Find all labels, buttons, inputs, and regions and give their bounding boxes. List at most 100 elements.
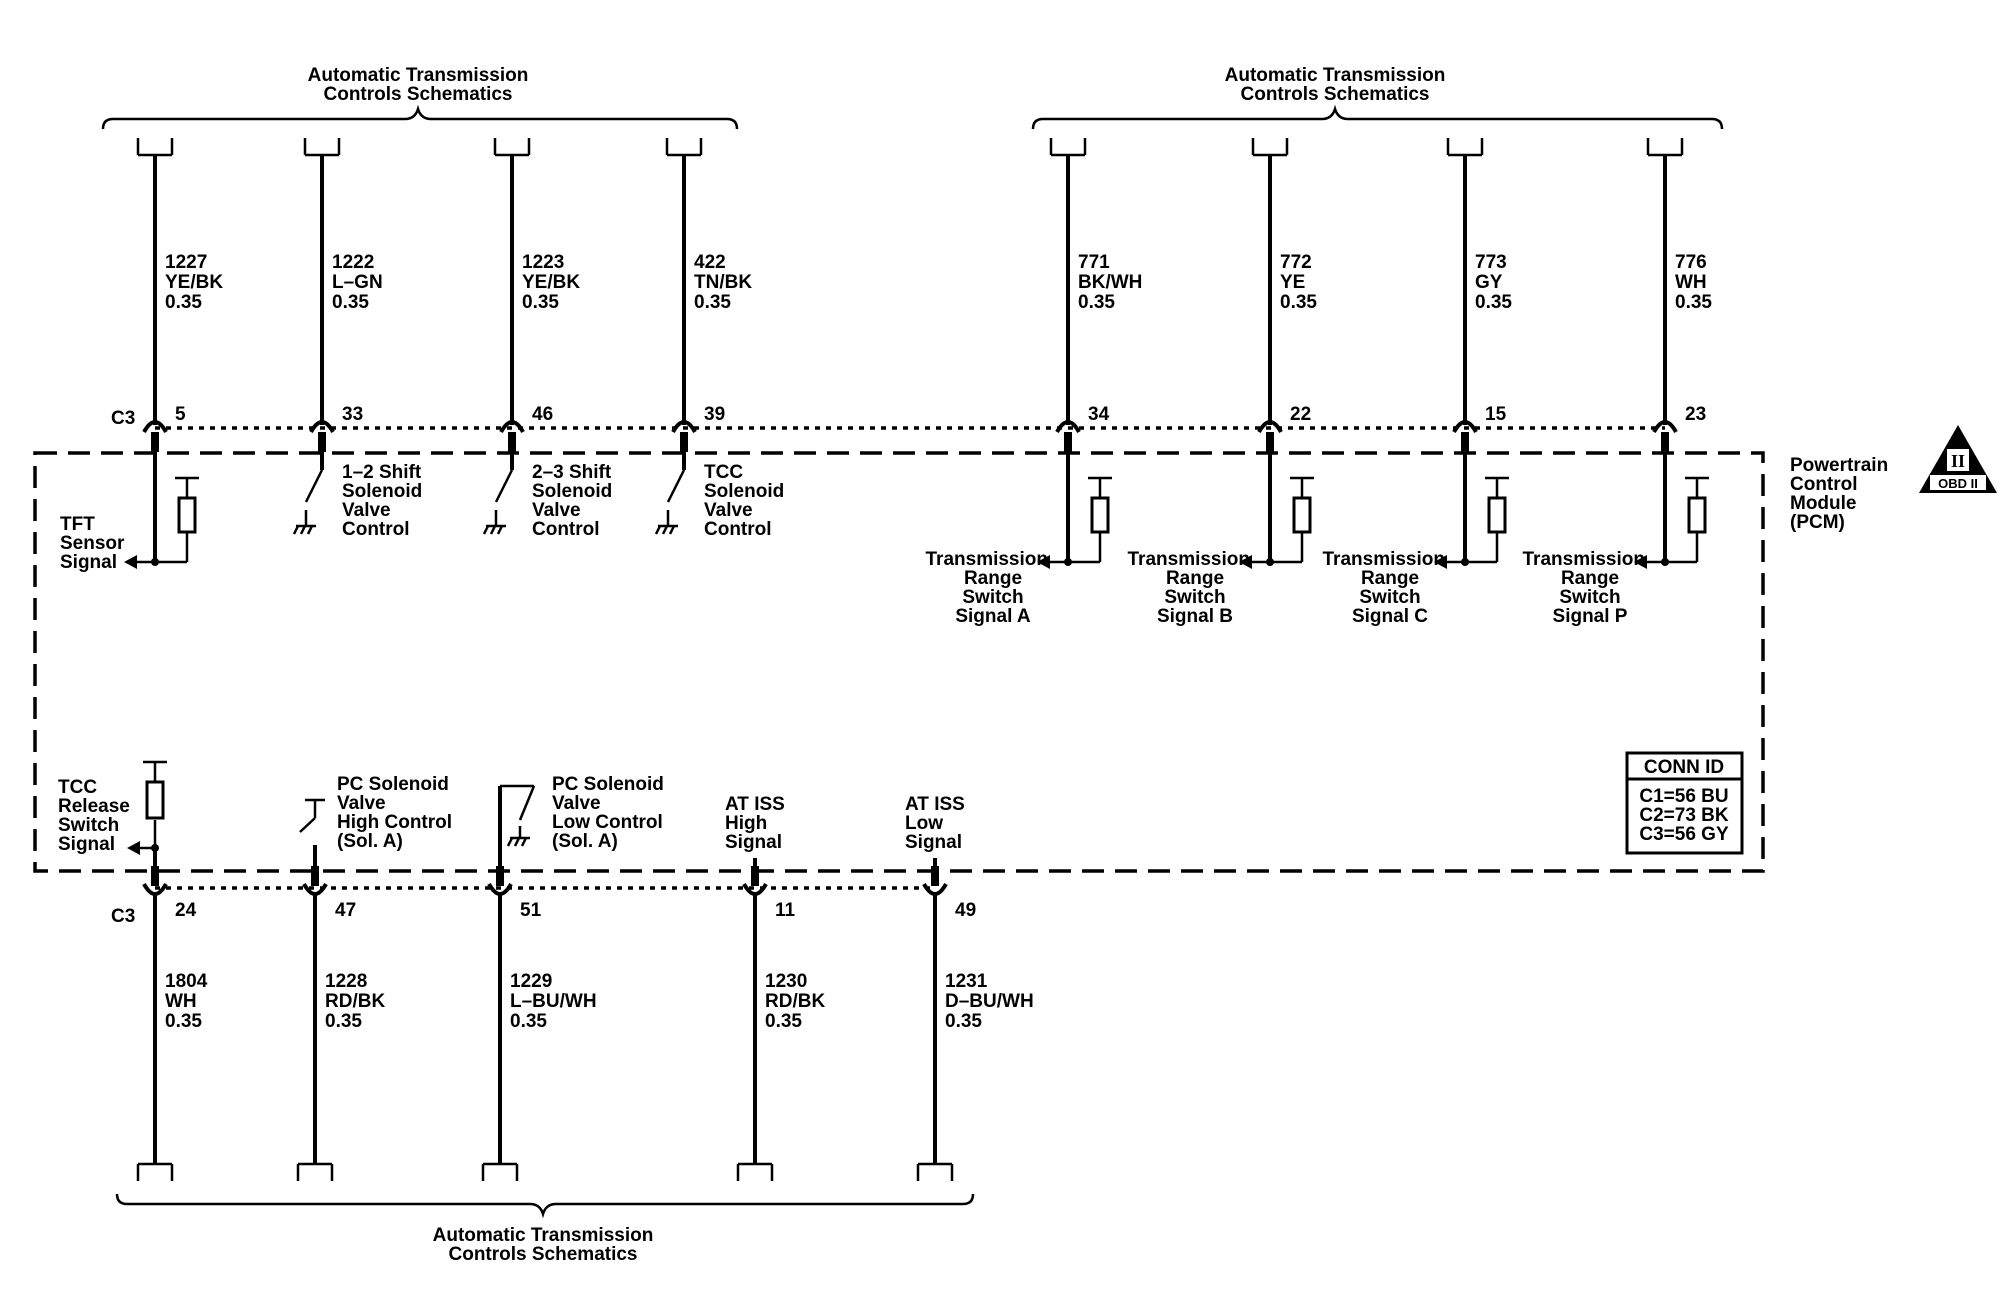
circuit-function-label: Signal A — [955, 606, 1031, 627]
wire-size: 0.35 — [325, 1011, 362, 1032]
circuit-function-label: Signal — [905, 832, 962, 853]
obd-badge-numeral-box — [1947, 449, 1969, 471]
circuit-function-label: Valve — [342, 500, 391, 521]
circuit-function-label: Transmission — [926, 549, 1049, 570]
terminal-top — [1446, 138, 1484, 157]
switch-blade — [518, 785, 536, 821]
pin-number: 24 — [175, 900, 197, 921]
circuit-function-label: Range — [1561, 568, 1619, 589]
circuit-function-label: High Control — [337, 812, 452, 833]
signal-arrow — [1634, 555, 1647, 569]
ground-symbol — [496, 525, 504, 535]
ground-symbol — [482, 525, 490, 535]
pullup-resistor — [1687, 496, 1707, 534]
circuit-function-label: 2–3 Shift — [532, 462, 612, 483]
connector-pin — [1452, 420, 1478, 434]
circuit-function-label: AT ISS — [725, 794, 785, 815]
header-bottom-line2: Controls Schematics — [449, 1244, 638, 1265]
wire-color: L–GN — [332, 272, 383, 293]
circuit-function-label: Signal C — [1352, 606, 1428, 627]
circuit-function-label: Control — [342, 519, 410, 540]
signal-arrow — [1239, 555, 1252, 569]
header-top-right-line1: Automatic Transmission — [1225, 65, 1446, 86]
wire-color: WH — [165, 991, 197, 1012]
terminal-bottom — [481, 1162, 519, 1181]
terminal-top — [303, 138, 341, 157]
circuit-function-label: 1–2 Shift — [342, 462, 422, 483]
top-right-brace — [1031, 104, 1724, 130]
pin-stub — [1064, 432, 1072, 452]
connector-pin — [1055, 420, 1081, 434]
terminal-bottom — [296, 1162, 334, 1181]
wire-size: 0.35 — [1475, 292, 1512, 313]
circuit-function-label: Valve — [532, 500, 581, 521]
wire-circuit-number: 776 — [1675, 252, 1707, 273]
terminal-top — [1646, 138, 1684, 157]
wire-circuit-number: 1222 — [332, 252, 374, 273]
signal-arrow — [127, 841, 140, 855]
pullup-resistor — [1292, 496, 1312, 534]
pin-stub — [680, 432, 688, 452]
connector-name-bottom: C3 — [111, 906, 135, 927]
circuit-function-label: Switch — [962, 587, 1023, 608]
pin-stub — [318, 432, 326, 452]
obd-badge-text: OBD II — [1938, 476, 1978, 491]
pin-number: 22 — [1290, 404, 1311, 425]
signal-arrow — [1434, 555, 1447, 569]
pullup-resistor — [1487, 496, 1507, 534]
circuit-function-label: Sensor — [60, 533, 125, 554]
wire-circuit-number: 1230 — [765, 971, 807, 992]
junction-dot — [151, 558, 159, 566]
circuit-function-label: Solenoid — [532, 481, 612, 502]
connector-pin — [309, 420, 335, 434]
signal-arrow — [1037, 555, 1050, 569]
circuit-function-label: Solenoid — [704, 481, 784, 502]
conn-id-line: C2=73 BK — [1639, 805, 1729, 826]
pin-number: 46 — [532, 404, 553, 425]
wire-color: GY — [1475, 272, 1503, 293]
header-bottom-line1: Automatic Transmission — [433, 1225, 654, 1246]
circuit-function-label: Low — [905, 813, 943, 834]
top-left-brace — [101, 104, 739, 130]
generated-circuits: 1227YE/BK0.355TFTSensorSignal1222L–GN0.3… — [58, 138, 1712, 1181]
pin-stub — [1266, 432, 1274, 452]
circuit-function-label: TFT — [60, 514, 95, 535]
connector-pin — [499, 420, 525, 434]
pullup-resistor — [177, 496, 197, 534]
signal-arrow — [124, 555, 137, 569]
pin-number: 51 — [520, 900, 542, 921]
connector-pin — [1257, 420, 1283, 434]
junction-dot — [1461, 558, 1469, 566]
circuit-function-label: PC Solenoid — [337, 774, 449, 795]
circuit-function-label: Valve — [704, 500, 753, 521]
terminal-bottom — [136, 1162, 174, 1181]
wire-color: L–BU/WH — [510, 991, 597, 1012]
wire-size: 0.35 — [165, 1011, 202, 1032]
ground-symbol — [506, 837, 514, 847]
terminal-top — [665, 138, 703, 157]
obd-badge-text-box — [1930, 475, 1986, 490]
header-top-left-line1: Automatic Transmission — [308, 65, 529, 86]
circuit-function-label: Switch — [1359, 587, 1420, 608]
wire-color: RD/BK — [765, 991, 825, 1012]
terminal-top — [1251, 138, 1289, 157]
terminal-top — [136, 138, 174, 157]
ground-symbol — [654, 525, 662, 535]
ground-symbol — [513, 837, 521, 847]
junction-dot — [1064, 558, 1072, 566]
ground-symbol — [292, 525, 300, 535]
circuit-function-label: Switch — [1164, 587, 1225, 608]
circuit-function-label: Signal — [725, 832, 782, 853]
circuit-function-label: Range — [1166, 568, 1224, 589]
circuit-function-label: High — [725, 813, 767, 834]
circuit-function-label: AT ISS — [905, 794, 965, 815]
circuit-function-label: Signal B — [1157, 606, 1233, 627]
circuit-function-label: Switch — [58, 815, 119, 836]
pin-number: 34 — [1088, 404, 1110, 425]
pin-stub — [496, 866, 504, 886]
circuit-function-label: Control — [704, 519, 772, 540]
wire-circuit-number: 773 — [1475, 252, 1507, 273]
obd-badge-numeral: II — [1951, 451, 1965, 471]
wire-size: 0.35 — [1675, 292, 1712, 313]
